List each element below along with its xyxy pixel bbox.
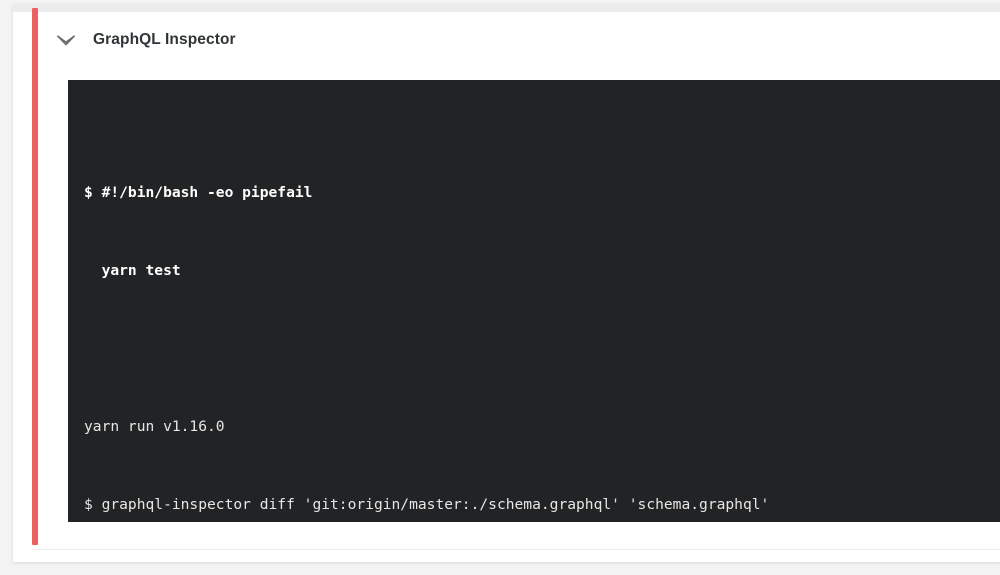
- build-step-card: GraphQL Inspector $ #!/bin/bash -eo pipe…: [13, 4, 1000, 562]
- terminal-log-lines: $ #!/bin/bash -eo pipefail yarn test yar…: [68, 102, 1000, 522]
- log-line-text: $ #!/bin/bash -eo pipefail: [84, 184, 313, 201]
- terminal-log-output[interactable]: $ #!/bin/bash -eo pipefail yarn test yar…: [68, 80, 1000, 522]
- build-step-title: GraphQL Inspector: [93, 31, 236, 48]
- log-line: yarn run v1.16.0: [84, 414, 1000, 440]
- log-line-blank: [84, 336, 1000, 362]
- chevron-down-icon[interactable]: [53, 27, 79, 53]
- step-divider: [32, 549, 1000, 550]
- log-line: yarn test: [84, 258, 1000, 284]
- log-line: $ graphql-inspector diff 'git:origin/mas…: [84, 492, 1000, 518]
- log-line-text: $ graphql-inspector diff 'git:origin/mas…: [84, 496, 770, 513]
- card-top-strip: [13, 4, 1000, 12]
- log-line-text: yarn test: [84, 262, 181, 279]
- log-line: $ #!/bin/bash -eo pipefail: [84, 180, 1000, 206]
- step-status-accent-bar: [32, 8, 38, 545]
- log-line-text: yarn run v1.16.0: [84, 418, 225, 435]
- card-footer: [13, 550, 1000, 562]
- build-step-header[interactable]: GraphQL Inspector: [53, 20, 236, 60]
